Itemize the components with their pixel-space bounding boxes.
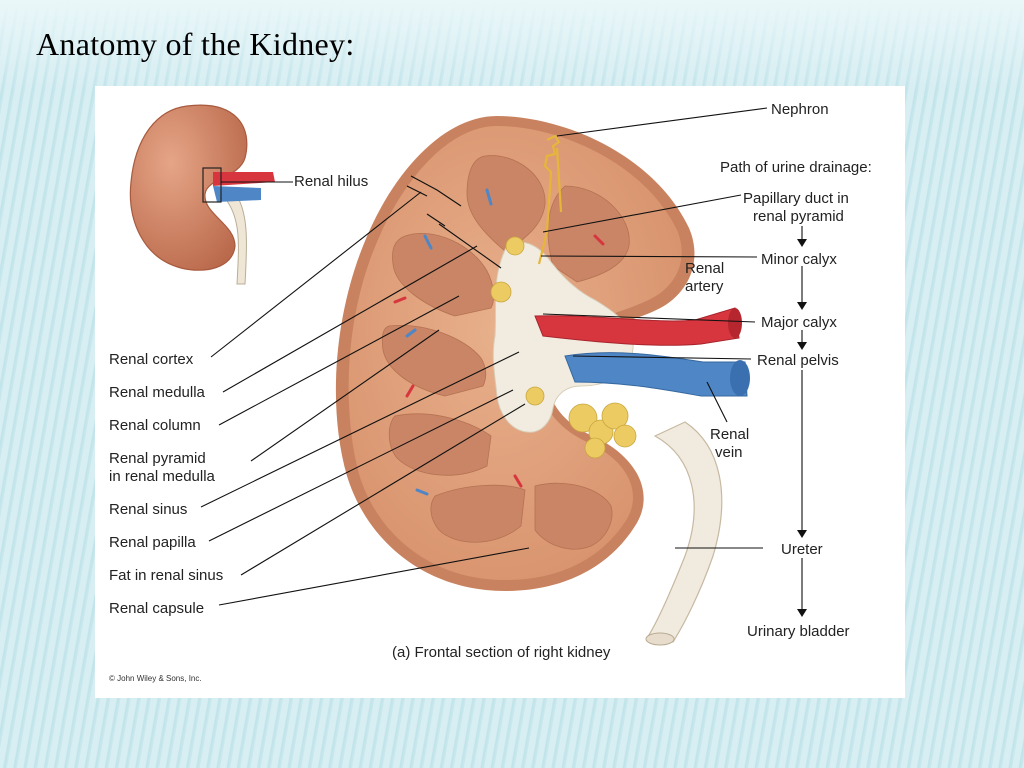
label-path-of-urine-drainage: Path of urine drainage: (720, 159, 872, 176)
label-renal-papilla: Renal papilla (109, 534, 196, 551)
label-urinary-bladder: Urinary bladder (747, 623, 850, 640)
pointer-lines (200, 107, 807, 617)
label-renal-capsule: Renal capsule (109, 600, 204, 617)
label-papillary-duct-line1: Papillary duct in (743, 190, 849, 207)
whole-kidney-ureter (226, 195, 248, 285)
label-renal-vein-line2: vein (715, 444, 743, 461)
kidney-diagram: Renal hilus Renal cortex Renal medulla R… (109, 101, 872, 683)
label-papillary-duct-line2: renal pyramid (753, 208, 844, 225)
label-renal-column: Renal column (109, 417, 201, 434)
slide-top-glow (0, 0, 1024, 90)
interlobar-vessels (393, 188, 605, 496)
kidney-section (335, 116, 750, 646)
label-renal-pyramid-line1: Renal pyramid (109, 450, 206, 467)
sinus-fat (490, 236, 637, 459)
whole-kidney-thumbnail (129, 104, 293, 285)
nephron-shape (537, 134, 563, 265)
ureter-opening (645, 632, 675, 646)
renal-pyramids (381, 155, 630, 550)
label-renal-artery-line2: artery (685, 278, 724, 295)
copyright-notice: © John Wiley & Sons, Inc. (109, 674, 202, 683)
label-fat-in-renal-sinus: Fat in renal sinus (109, 567, 223, 584)
label-ureter: Ureter (781, 541, 823, 558)
whole-kidney-shape (129, 104, 248, 271)
label-nephron: Nephron (771, 101, 829, 118)
label-minor-calyx: Minor calyx (761, 251, 837, 268)
label-renal-sinus: Renal sinus (109, 501, 187, 518)
renal-artery-opening (728, 308, 742, 338)
renal-artery-shape (534, 307, 740, 346)
kidney-figure-panel: Renal hilus Renal cortex Renal medulla R… (95, 86, 905, 698)
label-renal-vein-line1: Renal (710, 426, 749, 443)
renal-vein-shape (564, 352, 748, 397)
slide-title: Anatomy of the Kidney: (36, 26, 355, 62)
ureter-shape (645, 421, 723, 643)
hilus-box (202, 167, 222, 203)
renal-vein-opening (730, 360, 750, 396)
whole-kidney-vein (213, 186, 261, 202)
label-renal-medulla: Renal medulla (109, 384, 206, 401)
whole-kidney-artery (213, 172, 275, 186)
label-renal-artery-line1: Renal (685, 260, 724, 277)
figure-caption: (a) Frontal section of right kidney (392, 644, 611, 661)
label-renal-cortex: Renal cortex (109, 351, 194, 368)
label-renal-hilus: Renal hilus (294, 173, 368, 190)
label-renal-pyramid-line2: in renal medulla (109, 468, 216, 485)
label-major-calyx: Major calyx (761, 314, 837, 331)
label-renal-pelvis: Renal pelvis (757, 352, 839, 369)
